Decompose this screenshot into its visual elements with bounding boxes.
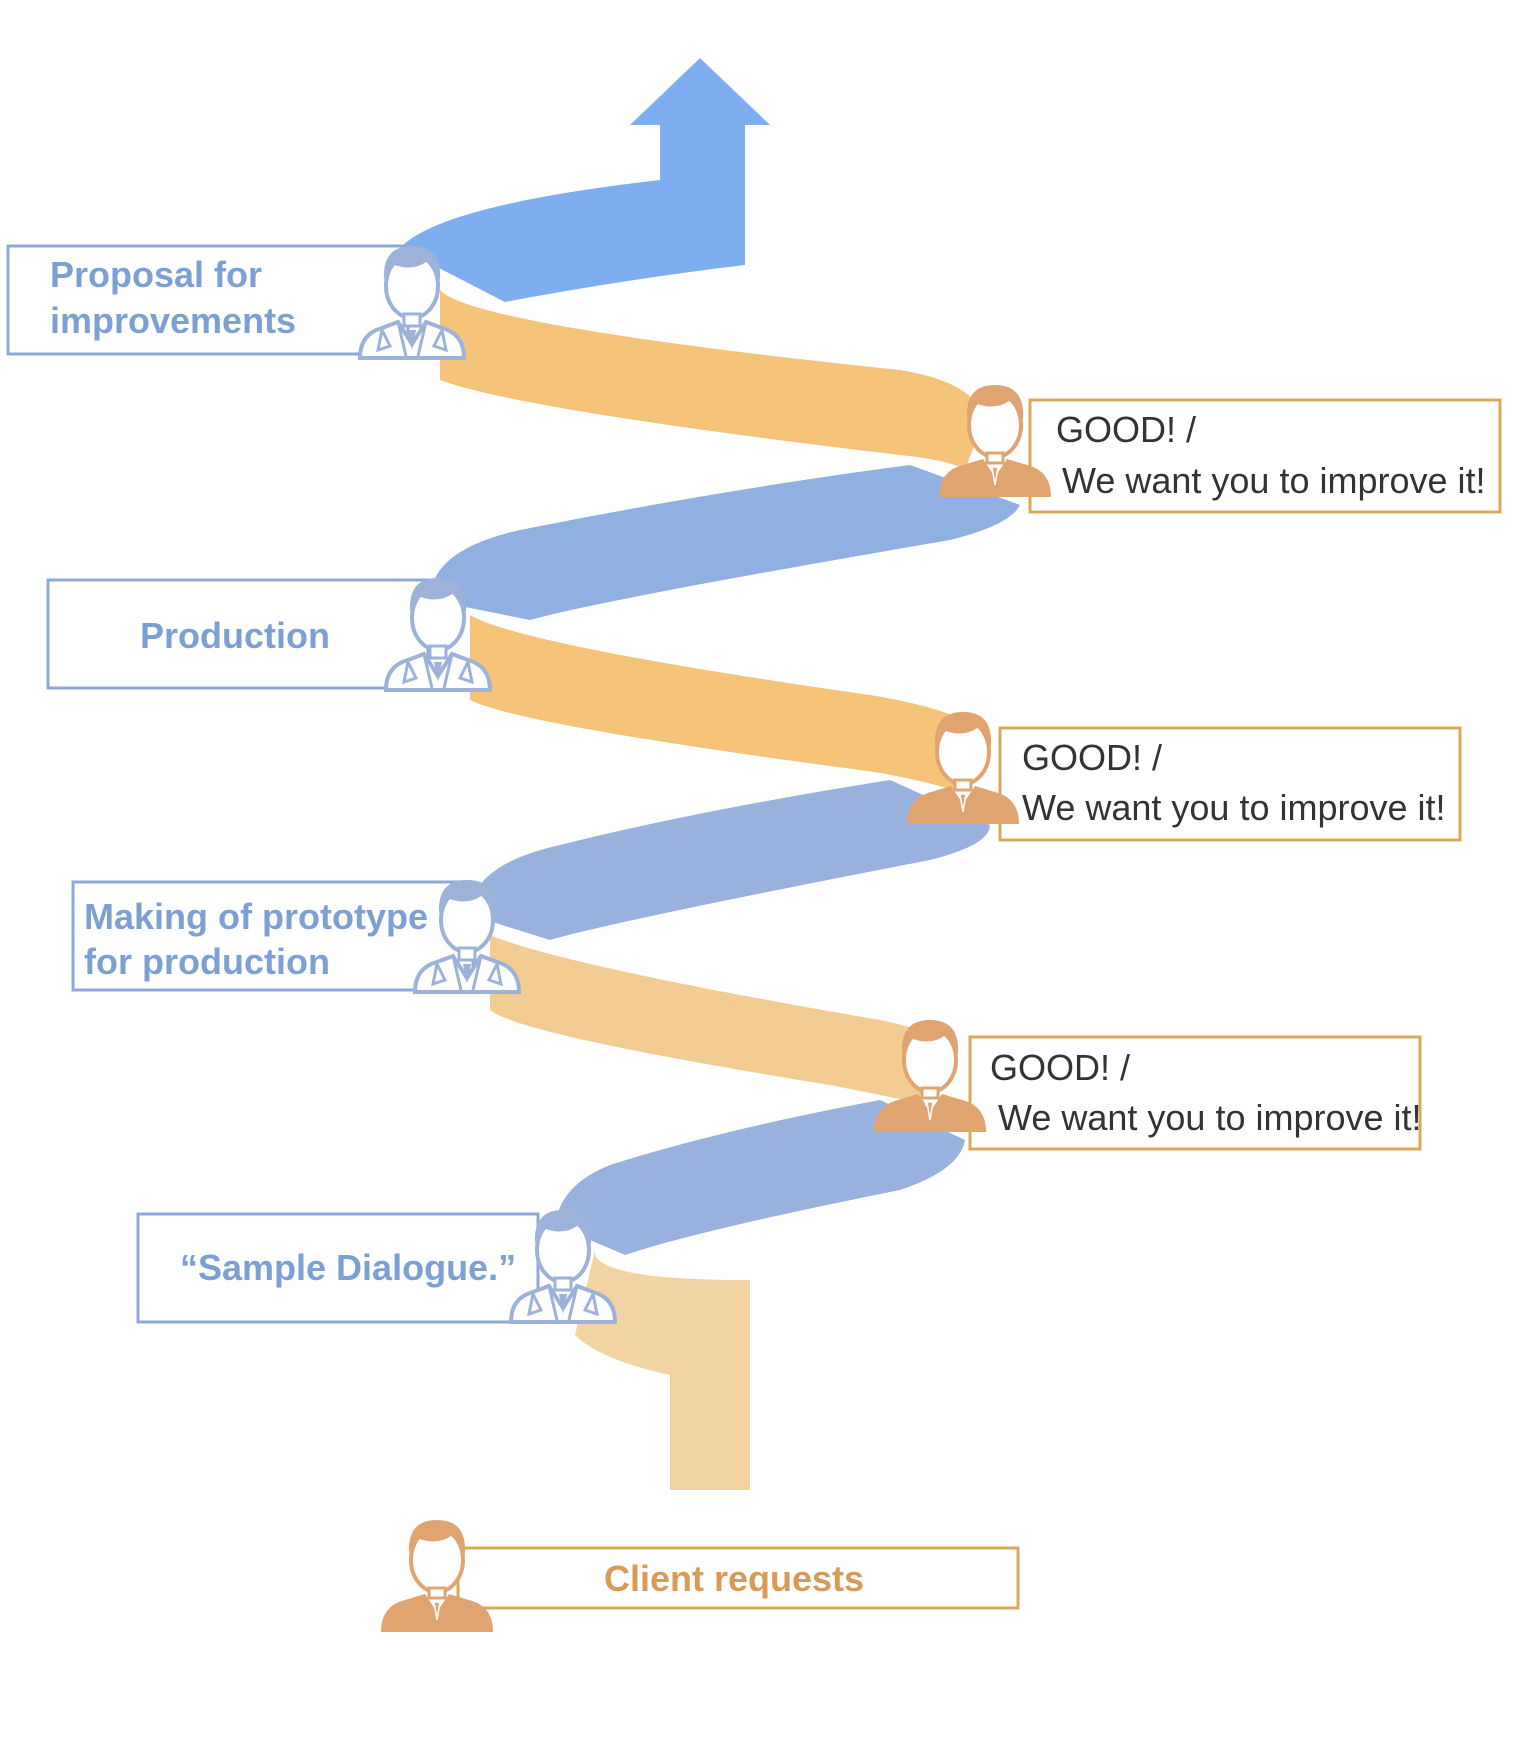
prototype-box <box>71 880 475 992</box>
production-box <box>46 578 430 690</box>
blue-ribbon-3 <box>470 780 990 940</box>
feedback-2-line1: GOOD! / <box>1022 737 1162 778</box>
top-blue-ribbon <box>400 58 770 302</box>
feedback-1-line1: GOOD! / <box>1056 409 1196 450</box>
proposal-label-line2: improvements <box>50 300 296 341</box>
feedback-box-1 <box>1028 398 1502 514</box>
blue-ribbon-2 <box>430 465 1020 620</box>
sample-label: “Sample Dialogue.” <box>180 1247 516 1288</box>
orange-ribbon-2 <box>470 615 981 790</box>
prototype-label-line1: Making of prototype <box>84 896 428 937</box>
feedback-box-3 <box>968 1035 1422 1151</box>
feedback-1-line2: We want you to improve it! <box>1062 460 1486 501</box>
orange-ribbon-bottom <box>575 1250 750 1490</box>
proposal-label-line1: Proposal for <box>50 254 262 295</box>
feedback-3-line1: GOOD! / <box>990 1047 1130 1088</box>
blue-ribbon-4 <box>555 1100 965 1255</box>
prototype-label-line2: for production <box>84 941 330 982</box>
orange-ribbon-1 <box>440 290 981 470</box>
production-label: Production <box>140 615 330 656</box>
feedback-box-2 <box>998 726 1462 842</box>
sample-box <box>136 1212 540 1324</box>
feedback-2-line2: We want you to improve it! <box>1022 787 1446 828</box>
orange-ribbon-3 <box>490 935 952 1105</box>
client-label: Client requests <box>604 1558 864 1599</box>
client-box <box>456 1546 1020 1610</box>
feedback-3-line2: We want you to improve it! <box>998 1097 1422 1138</box>
